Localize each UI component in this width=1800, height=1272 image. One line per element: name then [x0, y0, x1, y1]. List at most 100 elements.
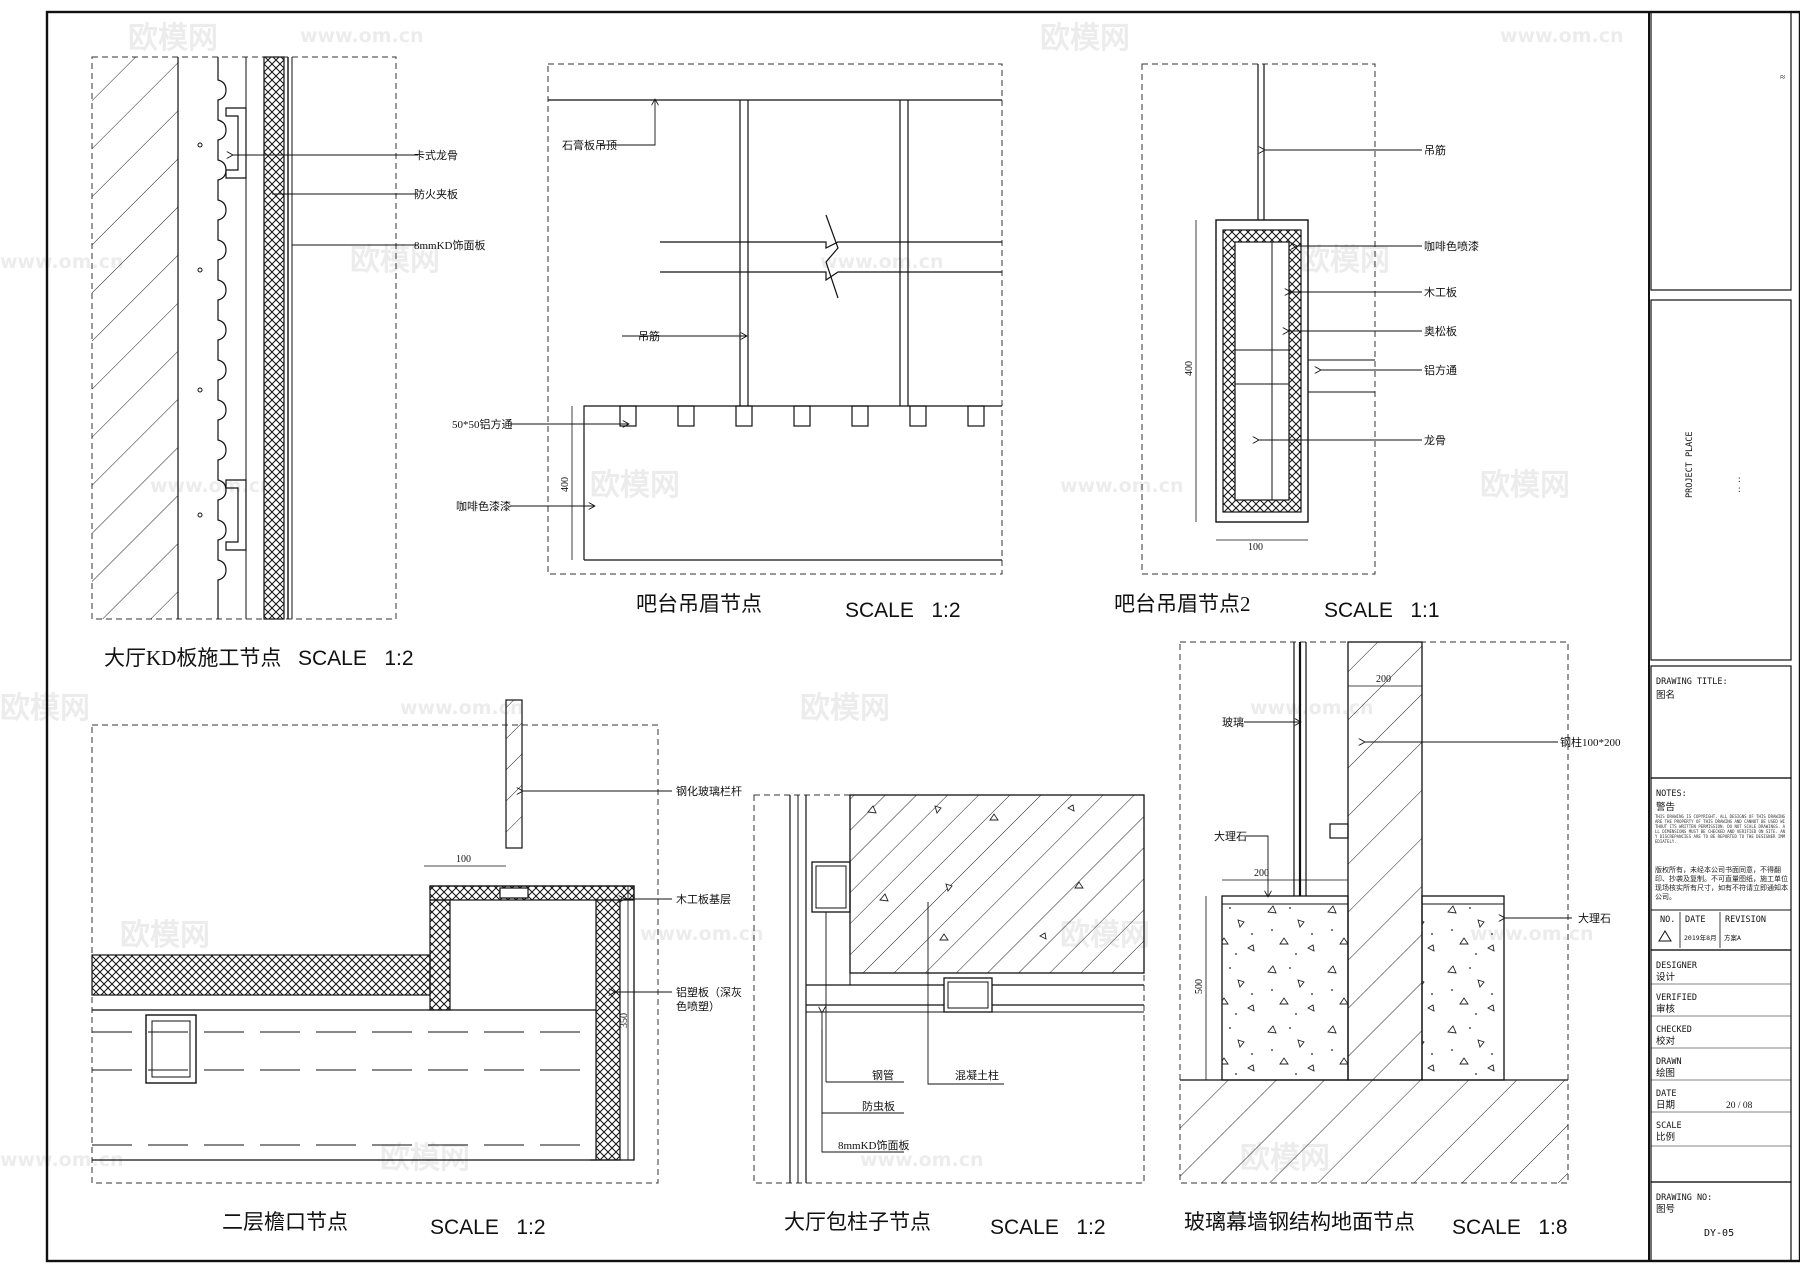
detail-bar-ceiling: 400 石膏板吊顶 吊筋 50*50铝方通 咖啡色漆漆 吧台吊眉节点 SCALE…	[452, 63, 1003, 622]
label-plywood: 木工板	[1424, 285, 1457, 299]
label-steel-pipe: 钢管	[872, 1068, 894, 1082]
date-value: 20 / 08	[1726, 1101, 1753, 1111]
svg-text:欧模网: 欧模网	[380, 1141, 470, 1176]
svg-text:www.om.cn: www.om.cn	[0, 1149, 124, 1171]
svg-text:www.om.cn: www.om.cn	[820, 251, 944, 273]
svg-text:200: 200	[1254, 868, 1269, 879]
svg-text:400: 400	[560, 477, 571, 492]
detail-scale: SCALE 1:1	[1324, 599, 1440, 622]
label-kd-panel: 8mmKD饰面板	[838, 1138, 910, 1152]
svg-text:欧模网: 欧模网	[590, 468, 680, 503]
svg-text:DATE: DATE	[1685, 915, 1705, 925]
detail-scale: SCALE 1:2	[990, 1216, 1106, 1239]
title-block: ≈ PROJECT PLACE : : DRAWING TITLE: 图名 NO…	[1650, 11, 1792, 1262]
label-concrete-column: 混凝土柱	[955, 1068, 999, 1082]
svg-text:比例: 比例	[1656, 1131, 1675, 1143]
watermarks: 欧模网 www.om.cn 欧模网 www.om.cn 欧模网 www.om.c…	[0, 21, 1624, 1176]
label-coffee-paint: 咖啡色漆漆	[456, 499, 511, 513]
detail-scale: SCALE 1:2	[845, 599, 961, 622]
svg-text:www.om.cn: www.om.cn	[640, 923, 764, 945]
svg-text:欧模网: 欧模网	[128, 21, 218, 56]
svg-text:100: 100	[456, 854, 471, 865]
svg-text:www.om.cn: www.om.cn	[1060, 475, 1184, 497]
svg-text:设计: 设计	[1656, 971, 1676, 983]
svg-text:400: 400	[1184, 361, 1195, 376]
label-glass: 玻璃	[1222, 715, 1244, 729]
ground-hatch	[1180, 1080, 1568, 1183]
field-date: DATE	[1656, 1089, 1676, 1099]
notes-small: THIS DRAWING IS COPYRIGHT. ALL DESIGNS O…	[1655, 814, 1785, 844]
label-kd-panel: 8mmKD饰面板	[414, 238, 486, 252]
fire-plywood	[263, 56, 285, 620]
label-insect-board: 防虫板	[862, 1099, 895, 1113]
label-marble-left: 大理石	[1214, 829, 1247, 843]
detail-title: 二层檐口节点	[222, 1210, 348, 1234]
svg-text:www.om.cn: www.om.cn	[1250, 697, 1374, 719]
detail-title: 玻璃幕墙钢结构地面节点	[1184, 1210, 1415, 1234]
field-checked: CHECKED	[1656, 1025, 1692, 1035]
project-box	[1650, 299, 1792, 661]
wall-hatch	[92, 57, 178, 619]
drawing-title-en: DRAWING TITLE:	[1656, 677, 1728, 687]
label-coffee-paint: 咖啡色喷漆	[1424, 239, 1479, 253]
steel-column	[1347, 641, 1423, 1081]
field-verified: VERIFIED	[1656, 993, 1697, 1003]
label-fire-plywood: 防火夹板	[414, 187, 458, 201]
keel-profile	[217, 57, 227, 619]
svg-text:审核: 审核	[1656, 1003, 1676, 1015]
svg-text:www.om.cn: www.om.cn	[400, 697, 524, 719]
svg-text:欧模网: 欧模网	[120, 918, 210, 953]
top-mark: ≈	[1780, 73, 1785, 83]
detail-title: 大厅KD板施工节点	[104, 646, 281, 670]
svg-text:www.om.cn: www.om.cn	[1500, 25, 1624, 47]
svg-text:www.om.cn: www.om.cn	[860, 1149, 984, 1171]
field-designer: DESIGNER	[1656, 961, 1698, 971]
colon-1: :	[1738, 475, 1741, 485]
svg-text:欧模网: 欧模网	[0, 691, 90, 726]
colon-2: :	[1738, 485, 1741, 495]
detail-scale: SCALE 1:8	[1452, 1216, 1568, 1239]
drawing-no: DY-05	[1704, 1228, 1734, 1239]
detail-bar-ceiling-2: 400 100 吊筋 咖啡色喷漆 木工板 奥松板 铝方通 龙骨 吧台吊眉节点2 …	[1114, 63, 1479, 622]
detail-curtain-wall: 200 200 500 玻璃 钢柱100*200 大理石 大理石 玻璃幕墙钢结构…	[1179, 641, 1621, 1239]
drawing-title-cn: 图名	[1656, 689, 1675, 701]
detail-scale: SCALE 1:2	[430, 1216, 546, 1239]
label-plywood-base: 木工板基层	[676, 892, 731, 906]
svg-text:www.om.cn: www.om.cn	[300, 25, 424, 47]
label-alu-panel: 铝塑板（深灰	[676, 985, 742, 999]
label-alu-tube: 铝方通	[1424, 363, 1457, 377]
svg-text:方案A: 方案A	[1724, 933, 1741, 942]
label-mdf: 奥松板	[1424, 324, 1457, 338]
label-hanger: 吊筋	[638, 329, 660, 343]
svg-text:欧模网: 欧模网	[1040, 21, 1130, 56]
label-alu-tube: 50*50铝方通	[452, 417, 513, 431]
label-marble-right: 大理石	[1578, 911, 1611, 925]
concrete-column	[849, 794, 1145, 974]
glass-rail	[505, 699, 523, 849]
label-keel: 龙骨	[1424, 434, 1446, 447]
field-scale: SCALE	[1656, 1121, 1682, 1131]
detail-title: 大厅包柱子节点	[784, 1210, 931, 1234]
logo-box	[1650, 11, 1792, 291]
field-drawn: DRAWN	[1656, 1057, 1682, 1067]
detail-column: 钢管 混凝土柱 防虫板 8mmKD饰面板 大厅包柱子节点 SCALE 1:2	[753, 794, 1145, 1239]
floor-slab	[91, 954, 431, 996]
sheet-border	[45, 10, 1800, 1263]
notes-cn: 警告	[1656, 801, 1675, 813]
label-gypsum-ceiling: 石膏板吊顶	[562, 138, 617, 152]
marble-base-left	[1221, 895, 1349, 1081]
svg-text:NO.: NO.	[1660, 915, 1675, 925]
svg-text:欧模网: 欧模网	[1480, 468, 1570, 503]
detail-eave: 100 350 钢化玻璃栏杆 木工板基层 铝塑板（深灰 色喷塑） 二层檐口节点 …	[91, 699, 742, 1239]
svg-text:欧模网: 欧模网	[800, 691, 890, 726]
label-glass-rail: 钢化玻璃栏杆	[676, 784, 742, 798]
label-card-keel: 卡式龙骨	[414, 149, 458, 162]
svg-text:200: 200	[1376, 674, 1391, 685]
svg-text:100: 100	[1248, 542, 1263, 553]
aluminum-tubes	[619, 405, 985, 427]
detail-title: 吧台吊眉节点2	[1114, 592, 1251, 616]
svg-text:绘图: 绘图	[1656, 1067, 1675, 1079]
label-hanger: 吊筋	[1424, 143, 1446, 157]
notes-en: NOTES:	[1656, 789, 1687, 799]
drawing-no-label: DRAWING NO:	[1656, 1193, 1712, 1203]
